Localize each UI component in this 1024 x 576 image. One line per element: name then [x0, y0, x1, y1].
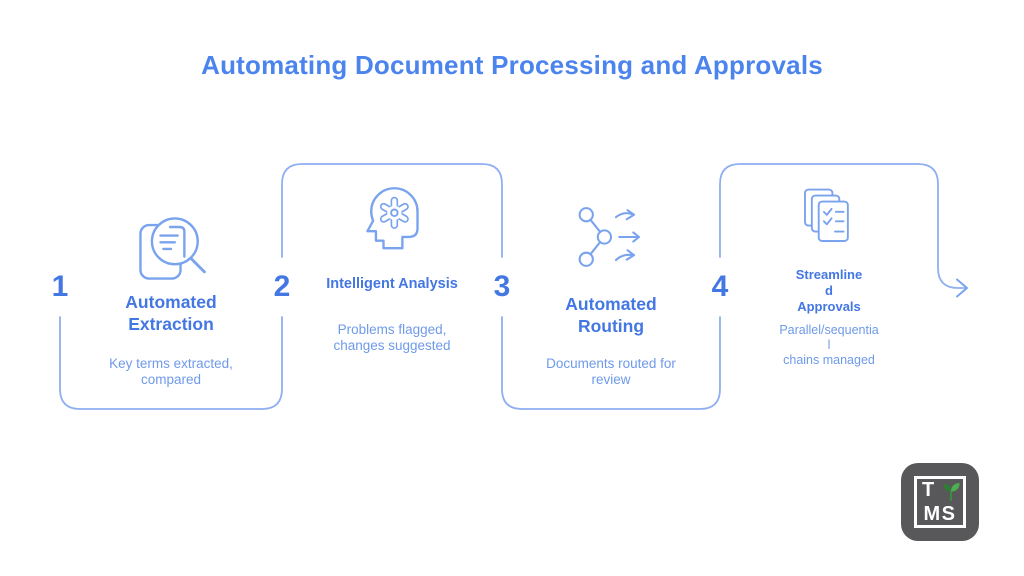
step-2-intelligent-analysis: Intelligent Analysis Problems flagged, c…: [292, 184, 492, 355]
step-title: Streamline d Approvals: [795, 267, 863, 314]
document-magnifier-icon: [139, 217, 206, 280]
step-1-automated-extraction: Automated Extraction Key terms extracted…: [71, 206, 271, 389]
step-number-3: 3: [493, 270, 511, 303]
step-number-4: 4: [711, 270, 729, 303]
head-gear-icon: [366, 187, 419, 250]
routing-icon: [578, 207, 641, 267]
logo-text-t: T: [922, 479, 935, 501]
step-subtitle: Parallel/sequentia l chains managed: [779, 322, 879, 368]
step-subtitle: Problems flagged, changes suggested: [333, 322, 451, 354]
step-title: Intelligent Analysis: [326, 276, 458, 292]
logo-text-ms: MS: [923, 503, 957, 525]
step-subtitle: Key terms extracted, compared: [109, 355, 233, 388]
step-subtitle: Documents routed for review: [546, 355, 676, 388]
step-3-automated-routing: Automated Routing Documents routed for r…: [511, 204, 711, 389]
step-title: Automated Extraction: [125, 292, 217, 334]
sprout-icon: [943, 482, 960, 502]
main-title: Automating Document Processing and Appro…: [201, 50, 823, 80]
step-title: Automated Routing: [565, 294, 657, 336]
stacked-checklists-icon: [804, 188, 849, 242]
step-4-streamlined-approvals: Streamline d Approvals Parallel/sequenti…: [729, 187, 929, 368]
step-number-1: 1: [51, 270, 69, 303]
tms-logo: T MS: [901, 463, 979, 541]
flow-arrow-head: [956, 278, 968, 298]
logo-frame: T MS: [914, 476, 966, 528]
step-number-2: 2: [273, 270, 291, 303]
